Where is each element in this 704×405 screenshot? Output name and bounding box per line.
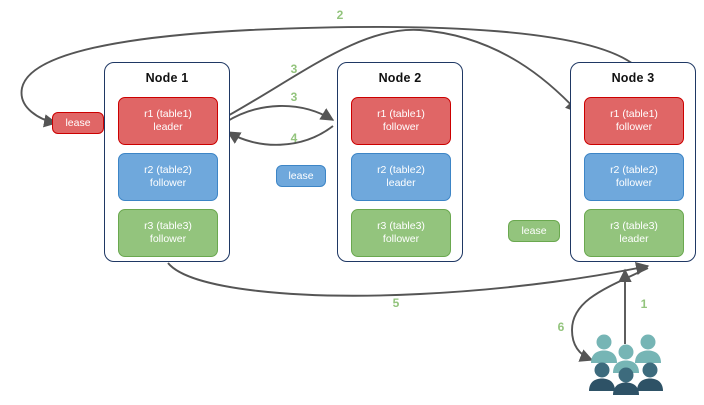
replica-node1-r3[interactable]: r3 (table3) follower [118,209,218,257]
replica-node2-r3[interactable]: r3 (table3) follower [351,209,451,257]
replica-name: r3 (table3) [377,220,425,232]
replica-role: leader [619,233,649,245]
replica-node1-r1[interactable]: r1 (table1) leader [118,97,218,145]
lease-badge-table2[interactable]: lease [276,165,326,187]
replica-node3-r1[interactable]: r1 (table1) follower [584,97,684,145]
replica-name: r2 (table2) [610,164,658,176]
replica-name: r3 (table3) [144,220,192,232]
replica-role: follower [382,233,420,245]
replica-node2-r1[interactable]: r1 (table1) follower [351,97,451,145]
replica-role: follower [149,177,187,189]
node-title: Node 3 [611,71,655,85]
node-container-2[interactable]: Node 2 r1 (table1) follower r2 (table2) … [337,62,463,262]
replica-name: r1 (table1) [144,108,192,120]
lease-badge-table3[interactable]: lease [508,220,560,242]
replica-role: follower [149,233,187,245]
replica-node3-r3[interactable]: r3 (table3) leader [584,209,684,257]
replica-node2-r2[interactable]: r2 (table2) leader [351,153,451,201]
node-title: Node 1 [145,71,189,85]
users-icon [589,334,663,395]
replica-name: r1 (table1) [377,108,425,120]
edge-5-path [167,261,650,297]
node-container-1[interactable]: Node 1 r1 (table1) leader r2 (table2) fo… [104,62,230,262]
node-title: Node 2 [378,71,422,85]
replica-name: r1 (table1) [610,108,658,120]
replica-name: r2 (table2) [377,164,425,176]
replica-role: follower [615,121,653,133]
edge-label-2: 2 [336,8,344,22]
lease-badge-table1[interactable]: lease [52,112,104,134]
replica-role: leader [386,177,416,189]
edge-label-3a: 3 [290,62,298,76]
replica-node1-r2[interactable]: r2 (table2) follower [118,153,218,201]
edge-label-4: 4 [290,131,298,145]
node-container-3[interactable]: Node 3 r1 (table1) follower r2 (table2) … [570,62,696,262]
edge-label-1: 1 [640,297,648,311]
replica-role: leader [153,121,183,133]
edge-label-5: 5 [392,296,400,310]
edge-4-path [226,125,334,146]
replica-node3-r2[interactable]: r2 (table2) follower [584,153,684,201]
replica-name: r3 (table3) [610,220,658,232]
edge-label-6: 6 [557,320,565,334]
edge-label-3b: 3 [290,90,298,104]
edge-3b-path [225,105,335,123]
replica-name: r2 (table2) [144,164,192,176]
replica-role: follower [615,177,653,189]
replica-role: follower [382,121,420,133]
